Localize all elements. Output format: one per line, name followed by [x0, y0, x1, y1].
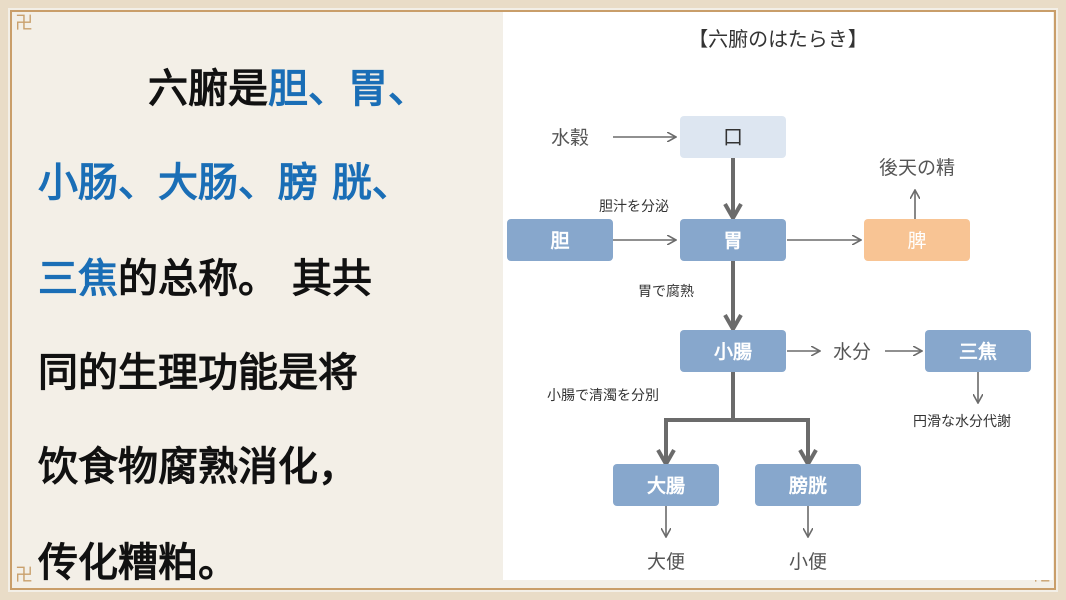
text-line-6: 传化糟粕。 — [38, 530, 238, 588]
node-sanjiao — [925, 330, 1031, 372]
text-segment: 的总称。 其共 — [118, 256, 372, 302]
node-bladder-label: 膀胱 — [788, 474, 827, 497]
six-fu-diagram: 【六腑のはたらき】 口 胆 胃 脾 小腸 三焦 大腸 膀 — [507, 27, 1031, 573]
label-separation: 小腸で清濁を分別 — [547, 388, 659, 404]
node-small-intestine-label: 小腸 — [714, 341, 752, 363]
label-water: 水分 — [833, 341, 871, 363]
branch-line — [666, 372, 735, 422]
slide-inner-border — [10, 10, 1056, 590]
node-mouth-label: 口 — [723, 125, 743, 149]
node-bladder — [755, 464, 861, 506]
label-grain-water: 水穀 — [551, 127, 589, 149]
text-line-5: 饮食物腐熟消化， — [38, 434, 358, 492]
corner-ornament-icon: 卍 — [15, 13, 33, 34]
node-spleen-label: 脾 — [907, 230, 926, 252]
text-line-1: 六腑是胆、胃、 — [148, 56, 428, 114]
label-urine: 小便 — [789, 551, 827, 573]
text-segment: 传化糟粕。 — [38, 540, 238, 586]
node-small-intestine — [680, 330, 786, 372]
text-line-2: 小肠、大肠、膀 胱、 — [38, 150, 412, 208]
node-mouth — [680, 116, 786, 158]
label-bile-secretion: 胆汁を分泌 — [599, 199, 669, 215]
node-spleen — [864, 219, 970, 261]
text-line-4: 同的生理功能是将 — [38, 340, 358, 398]
text-segment: 六腑是 — [148, 66, 268, 112]
diagram-title: 【六腑のはたらき】 — [688, 27, 868, 51]
text-line-3: 三焦的总称。 其共 — [38, 246, 372, 304]
text-segment-highlight: 小肠、大肠、膀 胱、 — [38, 160, 412, 206]
node-gallbladder-label: 胆 — [550, 230, 569, 252]
text-segment: 同的生理功能是将 — [38, 350, 358, 396]
label-acquired-essence: 後天の精 — [879, 157, 955, 179]
label-stool: 大便 — [647, 551, 685, 573]
node-sanjiao-label: 三焦 — [959, 340, 997, 363]
label-water-metabolism: 円滑な水分代謝 — [913, 413, 1011, 430]
corner-ornament-icon: 卍 — [15, 565, 33, 586]
node-stomach-label: 胃 — [723, 230, 742, 252]
text-segment-highlight: 胆、胃、 — [268, 66, 428, 112]
label-stomach-ripening: 胃で腐熟 — [638, 283, 694, 300]
node-large-intestine — [613, 464, 719, 506]
node-large-intestine-label: 大腸 — [647, 474, 685, 497]
text-segment: 饮食物腐熟消化， — [38, 444, 358, 490]
node-stomach — [680, 219, 786, 261]
diagram-panel: 【六腑のはたらき】 口 胆 胃 脾 小腸 三焦 大腸 膀 — [503, 12, 1053, 580]
text-segment-highlight: 三焦 — [38, 256, 118, 302]
node-gallbladder — [507, 219, 613, 261]
